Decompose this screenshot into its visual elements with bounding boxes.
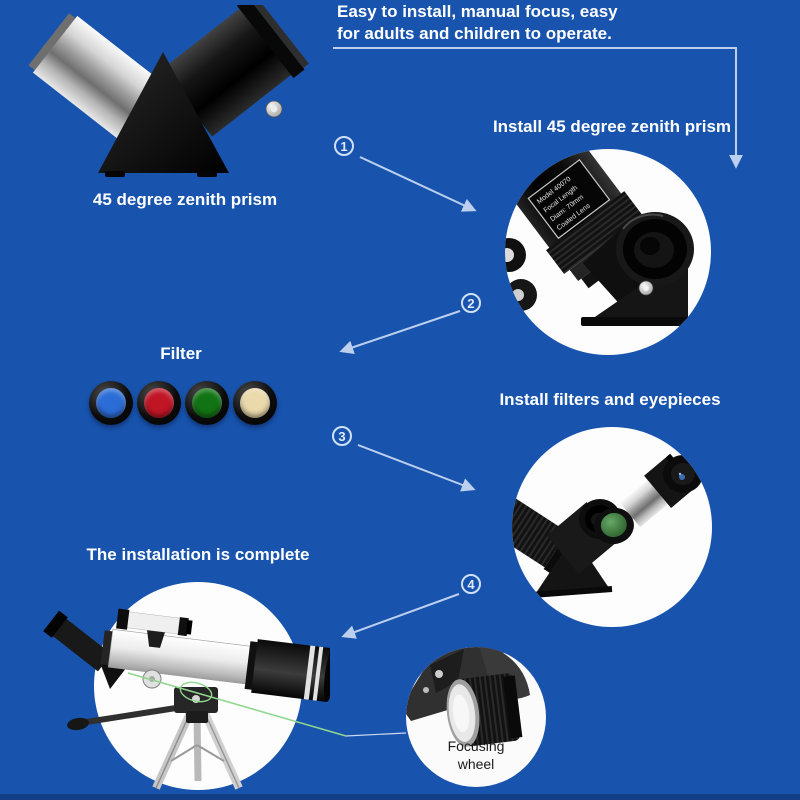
focus-detail-leader-line: [345, 732, 407, 737]
step4-arrow: [341, 593, 460, 639]
tagline-line2: for adults and children to operate.: [337, 24, 612, 43]
focus-knob-2-face: [512, 289, 524, 301]
yellow-filter-glass: [240, 388, 270, 418]
red-filter: [137, 381, 181, 425]
red-filter-glass: [144, 388, 174, 418]
install-filters-photo: [512, 427, 712, 627]
focusing-wheel-label-line1: Focusing: [447, 738, 505, 754]
step2-arrow: [339, 310, 461, 355]
prism-foot: [197, 171, 217, 177]
focusing-wheel-label-line2: wheel: [457, 756, 495, 772]
bottom-edge-strip: [0, 794, 800, 800]
focusing-wheel-label: Focusing wheel: [416, 737, 536, 773]
eyepiece: [43, 610, 112, 672]
complete-telescope-photo: [43, 582, 330, 790]
eyepiece-lens-face: [663, 455, 703, 493]
blue-filter: [89, 381, 133, 425]
prism-thumbscrew-tip: [270, 105, 278, 113]
prism-caption: 45 degree zenith prism: [92, 190, 278, 209]
focusing-wheel-photo: [406, 647, 546, 787]
install-filters-title: Install filters and eyepieces: [499, 390, 721, 409]
step-badge-1: 1: [334, 136, 354, 156]
install-prism-photo: Model 40070 Focal Length Diam: 70mm Coat…: [505, 149, 711, 355]
scope-spec-label: [527, 158, 611, 240]
screw-head: [423, 687, 429, 693]
screw-head: [435, 670, 443, 678]
step-badge-4: 4: [461, 574, 481, 594]
complete-title: The installation is complete: [86, 545, 310, 564]
focusing-wheel: [446, 673, 523, 747]
green-filter-glass: [192, 388, 222, 418]
filter-caption: Filter: [160, 344, 202, 363]
rod-handle: [67, 717, 89, 731]
focuser-ring: [546, 191, 643, 275]
prism-foot: [105, 171, 125, 177]
prism-base: [581, 317, 697, 326]
green-filter: [185, 381, 229, 425]
blue-filter-glass: [96, 388, 126, 418]
filter-set: [89, 381, 277, 425]
tagline-line1: Easy to install, manual focus, easy: [337, 2, 618, 21]
color-filter: [594, 507, 634, 545]
focus-knob-face: [505, 248, 514, 262]
step-badge-2: 2: [461, 293, 481, 313]
zenith-prism-photo: [28, 5, 309, 177]
eyepiece-port: [616, 212, 694, 286]
step1-arrow: [359, 156, 477, 212]
finder-scope: [116, 608, 193, 648]
step3-arrow: [357, 444, 476, 492]
prism-body: [98, 52, 229, 173]
prism-base-edge: [531, 586, 613, 598]
port-thumbscrew-tip: [643, 285, 649, 291]
prism-black-barrel: [160, 5, 309, 137]
step-badge-3: 3: [332, 426, 352, 446]
yellow-filter: [233, 381, 277, 425]
focus-wheel-hub: [149, 676, 155, 682]
install-prism-title: Install 45 degree zenith prism: [492, 117, 732, 136]
